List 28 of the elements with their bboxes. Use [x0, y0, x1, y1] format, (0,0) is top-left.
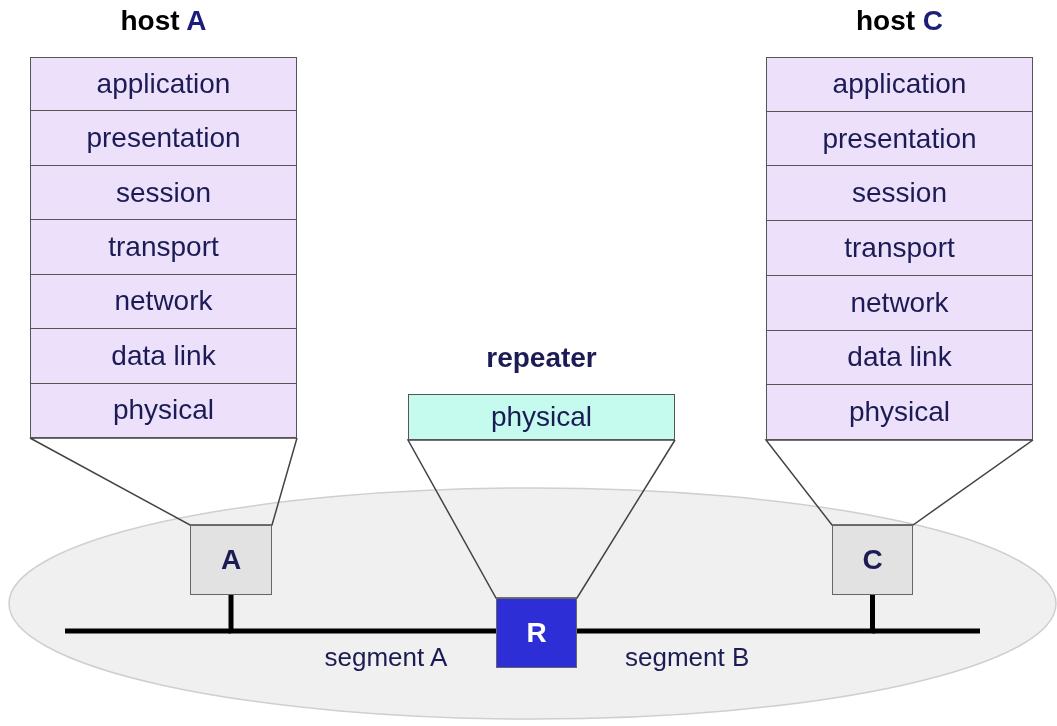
- bus-segment: [228, 595, 496, 634]
- device-heading: repeater: [485, 342, 598, 374]
- protocol-layer: network: [30, 274, 297, 330]
- protocol-layer: transport: [766, 221, 1033, 276]
- repeater-box: R: [496, 598, 577, 668]
- protocol-layer: physical: [30, 383, 297, 438]
- protocol-layer: application: [766, 57, 1033, 112]
- zoom-line: [406, 439, 676, 599]
- bus-segment: [577, 595, 875, 634]
- zoom-line: [764, 439, 1034, 526]
- device-heading: host A: [119, 5, 208, 37]
- protocol-layer: network: [766, 275, 1033, 331]
- edge-label: segment A: [324, 642, 448, 673]
- protocol-layer: session: [30, 165, 297, 221]
- device-heading: host C: [854, 5, 945, 37]
- edge-label: segment B: [625, 642, 750, 673]
- host-box: C: [832, 525, 913, 595]
- protocol-layer: presentation: [766, 111, 1033, 167]
- host-box: A: [190, 525, 272, 595]
- protocol-layer: data link: [766, 330, 1033, 386]
- zoom-line: [29, 437, 298, 526]
- protocol-layer: session: [766, 166, 1033, 222]
- protocol-layer: physical: [766, 385, 1033, 440]
- protocol-layer: physical: [408, 394, 675, 440]
- protocol-layer: transport: [30, 220, 297, 275]
- protocol-layer: data link: [30, 329, 297, 384]
- protocol-layer: application: [30, 57, 297, 112]
- protocol-layer: presentation: [30, 111, 297, 166]
